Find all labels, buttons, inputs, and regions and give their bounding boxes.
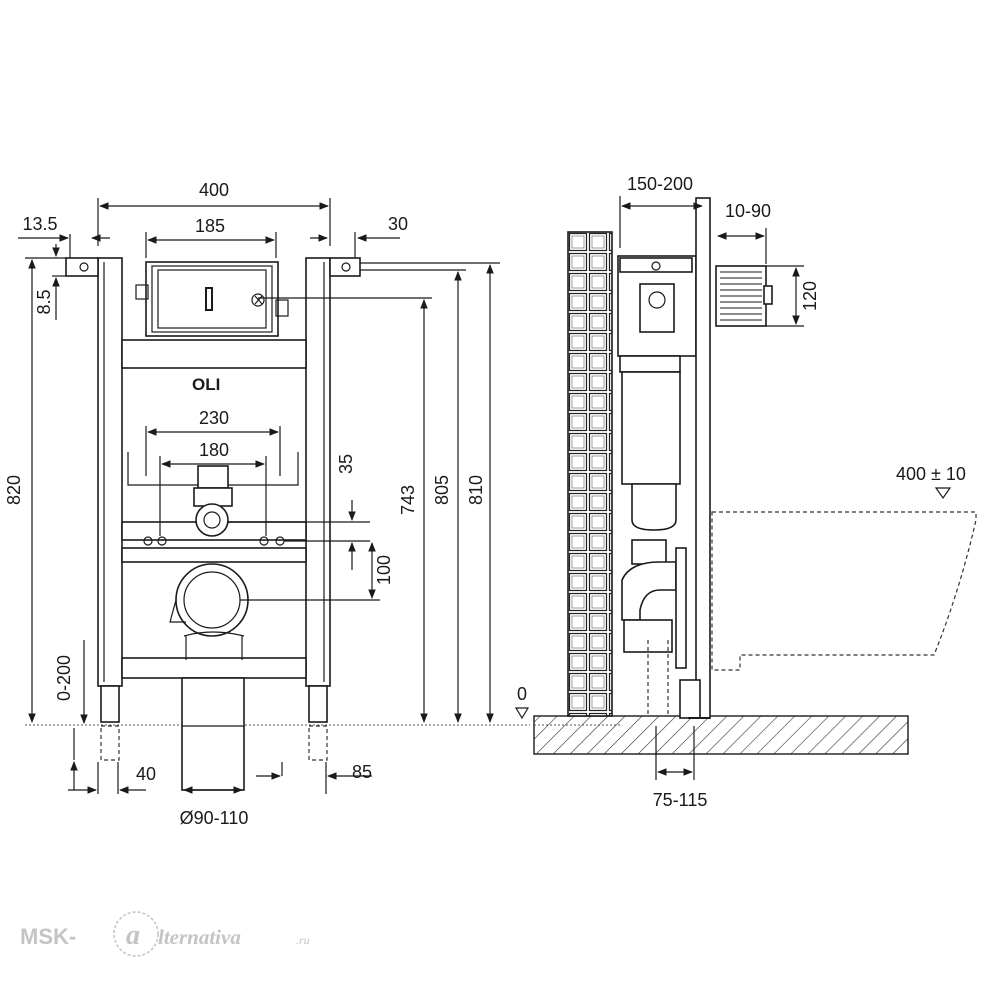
- dim-top-offset: 8.5: [34, 289, 54, 314]
- frame-leg-right: [305, 257, 331, 687]
- tile-wall: [567, 231, 613, 717]
- dim-connection-spacing: 230: [199, 408, 229, 428]
- foot-left: [100, 685, 120, 723]
- dim-connection-spacing-inner: 180: [199, 440, 229, 460]
- rail-lower: [121, 547, 307, 563]
- watermark: MSK- a lternativa .ru: [20, 911, 310, 957]
- bracket-left: [65, 257, 99, 277]
- dim-floor-offset: 75-115: [653, 790, 708, 810]
- drain-pipe: [181, 677, 245, 791]
- dim-foot-width: 40: [136, 764, 156, 784]
- dim-foot-spacing: 85: [352, 762, 372, 782]
- dim-plate-width: 185: [195, 216, 225, 236]
- svg-text:a: a: [126, 920, 140, 951]
- watermark-brand-right: lternativa: [158, 925, 241, 949]
- dim-outlet-distance: 100: [374, 555, 394, 585]
- watermark-at-icon: a: [113, 911, 159, 957]
- dim-wall-gap: 10-90: [725, 201, 771, 221]
- dim-805: 805: [432, 475, 452, 505]
- dim-pipe-diameter: Ø90-110: [180, 808, 249, 828]
- toilet-bowl-outline: [711, 511, 977, 671]
- dim-bowl-height: 400 ± 10: [896, 464, 966, 484]
- outlet-bend: [175, 563, 249, 637]
- front-view: OLI: [4, 180, 530, 828]
- watermark-suffix: .ru: [296, 933, 310, 947]
- foot-right: [308, 685, 328, 723]
- flush-button: [205, 287, 213, 311]
- support-post: [695, 197, 711, 719]
- cistern-side: [621, 371, 681, 485]
- foot-right-ext: [308, 725, 328, 761]
- inlet-valve: [197, 465, 229, 489]
- dim-side-left: 13.5: [22, 214, 57, 234]
- dim-box-height: 120: [800, 281, 820, 311]
- dim-fixing-height: 35: [336, 454, 356, 474]
- dimension-lines-side: [514, 196, 952, 780]
- dimension-lines-front: [18, 198, 500, 794]
- bracket-right: [329, 257, 361, 277]
- dim-height-total: 820: [4, 475, 24, 505]
- foot-left-ext: [100, 725, 120, 761]
- dim-width-total: 400: [199, 180, 229, 200]
- frame-leg-left: [97, 257, 123, 687]
- inlet-connector: [195, 503, 229, 537]
- dim-743: 743: [398, 485, 418, 515]
- brand-logo: OLI: [192, 375, 220, 394]
- rail-bottom: [121, 657, 307, 679]
- watermark-brand-left: MSK-: [20, 924, 76, 949]
- rail-top: [121, 339, 307, 369]
- dim-depth: 150-200: [627, 174, 693, 194]
- dim-floor-level: 0: [517, 684, 527, 704]
- inlet-side: [631, 539, 667, 565]
- side-view: 150-200 10-90 120 400 ± 10 0 75-115: [514, 174, 977, 810]
- floor-slab: [533, 715, 909, 755]
- dim-810: 810: [466, 475, 486, 505]
- dim-side-right: 30: [388, 214, 408, 234]
- dim-leg-adjust: 0-200: [54, 655, 74, 701]
